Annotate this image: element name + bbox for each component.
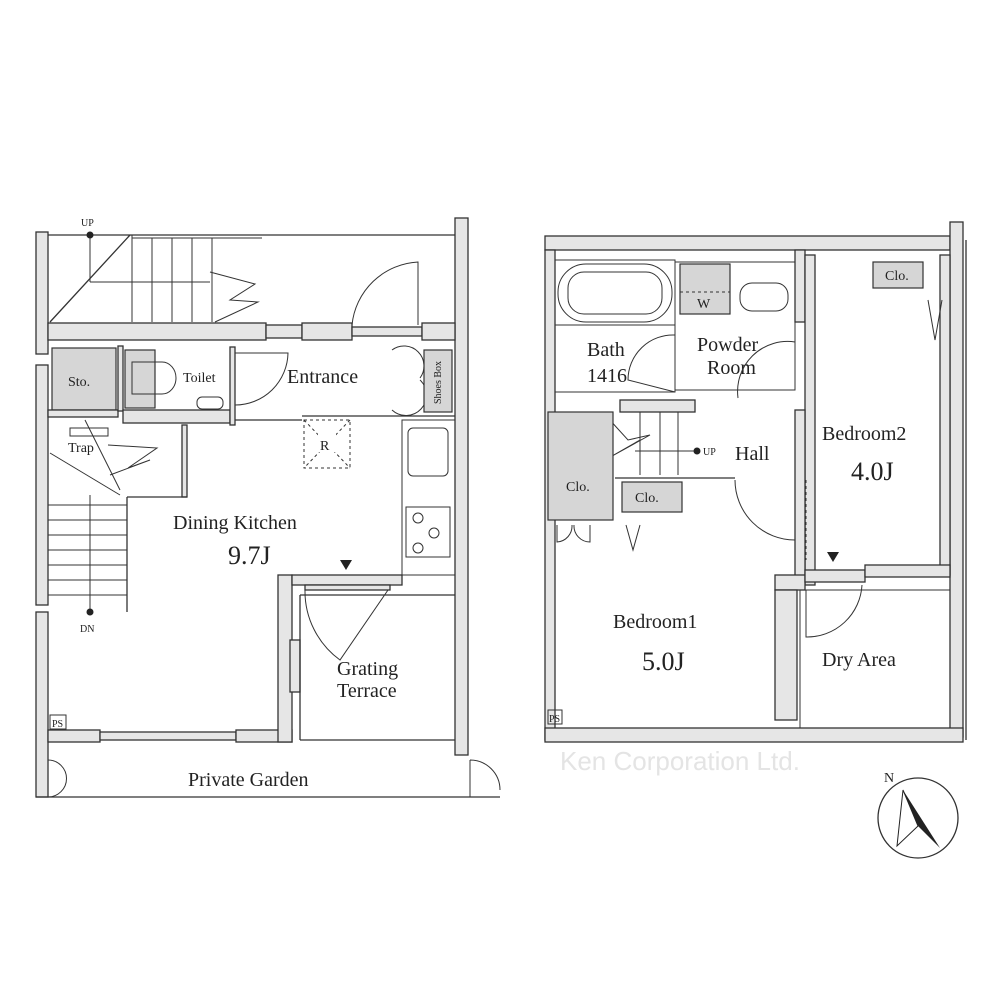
compass-circle xyxy=(877,777,959,859)
wall xyxy=(544,235,951,251)
sink-icon xyxy=(407,427,449,477)
upper-floor-plan: Bath 1416 W Powder Room Clo. Bedroom2 4.… xyxy=(544,221,967,743)
toilet-tank xyxy=(124,349,156,409)
bedroom2-size: 4.0J xyxy=(851,457,894,486)
ps-label: PS xyxy=(52,719,63,730)
compass-north-label: N xyxy=(884,771,894,786)
entrance-label: Entrance xyxy=(287,366,358,388)
wall xyxy=(949,221,964,738)
wall xyxy=(544,727,964,743)
window xyxy=(289,639,301,693)
window xyxy=(804,569,866,583)
stove-icon xyxy=(405,506,451,558)
wall xyxy=(864,564,951,578)
hall-label: Hall xyxy=(735,443,770,465)
wall xyxy=(291,574,403,586)
compass: N xyxy=(877,771,959,859)
wall xyxy=(619,399,696,413)
grating-terrace-label-1: Grating xyxy=(337,658,398,680)
wall xyxy=(181,424,188,498)
powder-room-label-2: Room xyxy=(707,357,756,379)
entry-marker-icon xyxy=(827,552,839,562)
wall xyxy=(47,409,119,418)
stairs-down-label: DN xyxy=(80,624,94,635)
refrigerator-label: R xyxy=(320,439,330,454)
wall xyxy=(35,231,49,355)
closet-large xyxy=(547,411,614,521)
washbasin-icon xyxy=(739,282,789,312)
washer-label: W xyxy=(697,297,711,312)
closet-bedroom2-label: Clo. xyxy=(885,269,909,284)
closet-small-label: Clo. xyxy=(635,491,659,506)
grating-terrace-label-2: Terrace xyxy=(337,680,397,702)
wall xyxy=(794,409,806,581)
wall xyxy=(117,345,124,412)
window xyxy=(265,324,303,339)
storage xyxy=(51,347,117,411)
watermark: Ken Corporation Ltd. xyxy=(560,746,800,776)
kitchen-counter xyxy=(401,419,456,576)
powder-room-label-1: Powder xyxy=(697,334,758,356)
closet-large-label: Clo. xyxy=(566,480,590,495)
wall xyxy=(35,364,49,606)
hall-stairs-up-label: UP xyxy=(703,447,716,458)
wall xyxy=(794,249,806,323)
private-garden-label: Private Garden xyxy=(188,769,309,791)
wall xyxy=(229,346,236,426)
dining-kitchen-label: Dining Kitchen xyxy=(173,512,297,534)
dry-area-label: Dry Area xyxy=(822,649,896,671)
dining-kitchen-size: 9.7J xyxy=(228,541,271,570)
bedroom1-label: Bedroom1 xyxy=(613,611,697,633)
ground-floor-plan: UP Sto. Toilet Entrance Shoes Box R xyxy=(35,217,501,798)
stair-down-marker-icon xyxy=(86,608,94,616)
wall xyxy=(774,574,806,591)
shoes-box-label: Shoes Box xyxy=(433,361,444,404)
wall xyxy=(47,322,267,341)
wall xyxy=(421,322,456,341)
shoes-box xyxy=(423,349,453,413)
washer-space xyxy=(679,263,731,315)
window xyxy=(99,731,237,741)
entrance-door-frame xyxy=(351,326,423,337)
wall xyxy=(301,322,353,341)
storage-label: Sto. xyxy=(68,375,90,390)
refrigerator-space xyxy=(303,419,351,469)
bedroom2-label: Bedroom2 xyxy=(822,423,906,445)
trap-label: Trap xyxy=(68,441,94,456)
wall xyxy=(454,217,469,756)
ps-label-upper: PS xyxy=(549,714,560,725)
bath-size: 1416 xyxy=(587,365,627,387)
north-arrow-icon xyxy=(903,790,940,848)
stair-up-marker-icon xyxy=(86,231,94,239)
closet-small xyxy=(621,481,683,513)
wall xyxy=(122,409,231,424)
bath-label: Bath xyxy=(587,339,625,361)
stairs-up-label: UP xyxy=(81,218,94,229)
bedroom1-size: 5.0J xyxy=(642,647,685,676)
powder-room xyxy=(674,261,796,391)
window xyxy=(304,584,391,591)
sliding-window xyxy=(774,589,798,721)
bathtub-icon xyxy=(557,263,673,323)
dry-area xyxy=(799,589,951,729)
entry-marker-icon xyxy=(340,560,352,570)
wall xyxy=(47,729,101,743)
stair-up-marker-icon xyxy=(693,447,701,455)
toilet-label: Toilet xyxy=(183,371,216,386)
trap-door xyxy=(69,427,109,437)
closet-bedroom2 xyxy=(872,261,924,289)
wall xyxy=(35,611,49,798)
